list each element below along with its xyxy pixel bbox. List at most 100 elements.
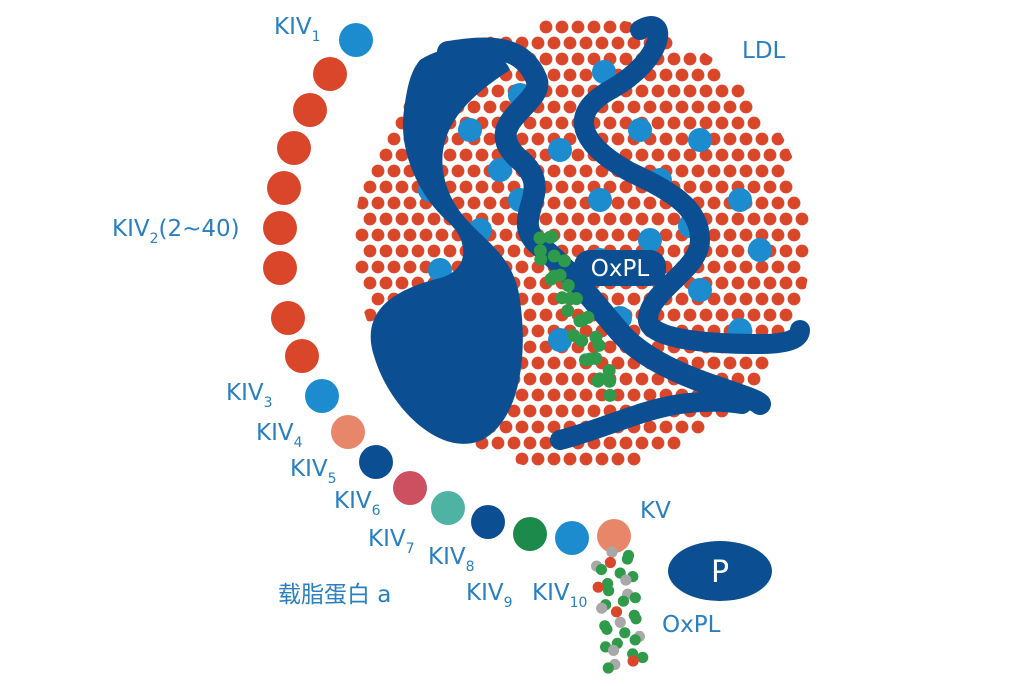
oxpl-tail-dot bbox=[602, 662, 614, 674]
kringle-label-base: KV bbox=[640, 498, 671, 524]
lipid-dot bbox=[491, 436, 505, 450]
lipid-dot bbox=[675, 292, 689, 306]
lipid-dot bbox=[387, 260, 401, 274]
lipid-dot bbox=[755, 164, 769, 178]
lipid-dot bbox=[787, 292, 801, 306]
lipid-dot bbox=[587, 20, 601, 34]
kringle-label-base: KIV bbox=[290, 456, 328, 482]
oxpl-dot bbox=[575, 334, 589, 348]
kringle-label: KIV2(2~40) bbox=[112, 216, 240, 247]
lipid-dot bbox=[651, 116, 665, 130]
lipid-dot bbox=[547, 388, 561, 402]
lipid-dot bbox=[739, 132, 753, 146]
lipid-dot bbox=[787, 260, 801, 274]
lipid-dot bbox=[723, 164, 737, 178]
lipid-dot bbox=[627, 196, 641, 210]
lipid-dot bbox=[691, 356, 705, 370]
lipid-dot bbox=[571, 148, 585, 162]
lipid-dot bbox=[531, 324, 545, 338]
lipid-dot bbox=[547, 36, 561, 50]
lipid-dot bbox=[395, 276, 409, 290]
lipid-dot bbox=[707, 228, 721, 242]
kringle-label-base: KIV bbox=[428, 544, 466, 570]
lipid-dot bbox=[795, 276, 809, 290]
lipid-dot bbox=[467, 164, 481, 178]
lipid-dot bbox=[443, 148, 457, 162]
lipid-dot bbox=[507, 244, 521, 258]
lipid-dot bbox=[611, 356, 625, 370]
oxpl-tail-dot bbox=[629, 634, 641, 646]
lipid-dot bbox=[699, 308, 713, 322]
kringle-label-base: KIV bbox=[274, 14, 312, 40]
lipid-dot bbox=[491, 84, 505, 98]
lipid-dot bbox=[491, 212, 505, 226]
kringle-label-sub: 10 bbox=[570, 595, 588, 611]
lipid-dot bbox=[443, 244, 457, 258]
lipid-dot bbox=[531, 132, 545, 146]
lipid-dot bbox=[651, 436, 665, 450]
oxpl-dot bbox=[589, 351, 603, 365]
lipid-dot bbox=[747, 148, 761, 162]
lipid-dot bbox=[619, 436, 633, 450]
kringle-bead bbox=[267, 171, 301, 205]
kringle-label: KIV4 bbox=[256, 420, 303, 451]
oxpl-tail-dot bbox=[619, 627, 631, 639]
lipid-dot bbox=[723, 356, 737, 370]
lipid-dot bbox=[379, 212, 393, 226]
lipid-dot bbox=[523, 404, 537, 418]
lipid-dot bbox=[363, 180, 377, 194]
lipid-dot bbox=[579, 452, 593, 466]
lipid-dot bbox=[675, 100, 689, 114]
lipid-dot bbox=[571, 180, 585, 194]
lipid-dot bbox=[371, 196, 385, 210]
cholesterol-dot bbox=[548, 138, 572, 162]
kringle-label: KIV7 bbox=[368, 526, 415, 557]
oxpl-tail-dot bbox=[630, 613, 642, 625]
kringle-bead bbox=[471, 505, 505, 539]
lipid-dot bbox=[523, 436, 537, 450]
lipid-dot bbox=[523, 276, 537, 290]
lipid-dot bbox=[627, 388, 641, 402]
lipid-dot bbox=[755, 196, 769, 210]
oxpl-dot bbox=[547, 249, 561, 263]
lipid-dot bbox=[771, 292, 785, 306]
lipid-dot bbox=[395, 180, 409, 194]
lipid-dot bbox=[555, 180, 569, 194]
lipid-dot bbox=[547, 420, 561, 434]
lipid-dot bbox=[603, 20, 617, 34]
lipid-dot bbox=[779, 308, 793, 322]
lipid-dot bbox=[395, 244, 409, 258]
lipid-dot bbox=[699, 116, 713, 130]
lipid-dot bbox=[659, 100, 673, 114]
lipid-dot bbox=[507, 436, 521, 450]
lipid-dot bbox=[643, 420, 657, 434]
cholesterol-dot bbox=[728, 188, 752, 212]
lipid-dot bbox=[667, 436, 681, 450]
lipid-dot bbox=[563, 228, 577, 242]
lipid-dot bbox=[755, 132, 769, 146]
lipid-dot bbox=[763, 308, 777, 322]
apob100-domain bbox=[370, 47, 523, 444]
lipid-dot bbox=[731, 116, 745, 130]
lipid-dot bbox=[667, 212, 681, 226]
lipid-dot bbox=[739, 100, 753, 114]
lipid-dot bbox=[491, 180, 505, 194]
kringle-label-sub: 2 bbox=[150, 231, 159, 247]
oxpl-inner-badge: OxPL bbox=[574, 250, 666, 286]
lipid-dot bbox=[611, 292, 625, 306]
lipid-dot bbox=[363, 212, 377, 226]
kringle-bead bbox=[263, 211, 297, 245]
oxpl-tail-dot bbox=[595, 564, 608, 576]
lipid-dot bbox=[723, 292, 737, 306]
lipid-dot bbox=[571, 372, 585, 386]
lipid-dot bbox=[499, 228, 513, 242]
lipid-dot bbox=[483, 100, 497, 114]
lipid-dot bbox=[747, 212, 761, 226]
lipid-dot bbox=[371, 228, 385, 242]
lipid-dot bbox=[787, 196, 801, 210]
kringle-label-base: KIV bbox=[334, 488, 372, 514]
kringle-label: KIV8 bbox=[428, 544, 475, 575]
lipid-dot bbox=[715, 212, 729, 226]
lipid-dot bbox=[659, 420, 673, 434]
